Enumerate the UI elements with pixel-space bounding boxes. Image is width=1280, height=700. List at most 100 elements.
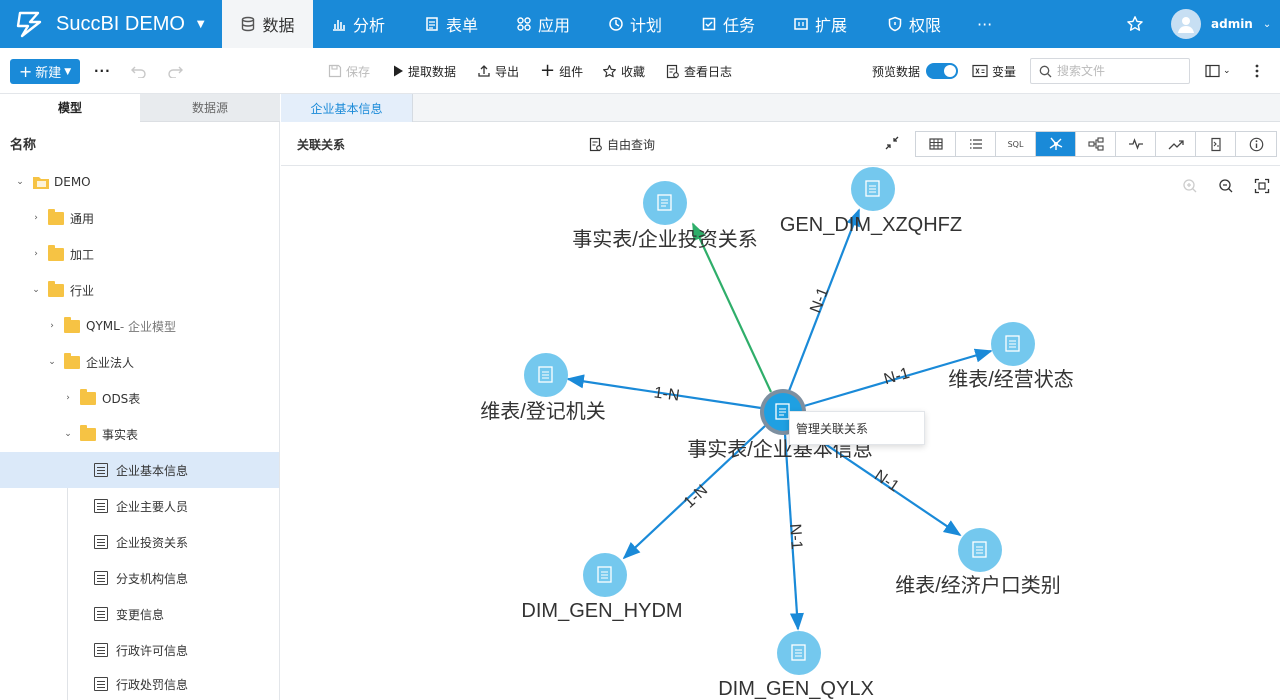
nav-plan[interactable]: 计划 (608, 0, 662, 48)
tree-item-industry[interactable]: ⌄ 行业 (0, 272, 279, 308)
edge-xzqhfz[interactable] (787, 208, 861, 392)
nav-analysis[interactable]: 分析 (331, 0, 385, 48)
edge-business-status[interactable] (803, 348, 993, 408)
nav-apps[interactable]: 应用 (516, 0, 570, 48)
new-button[interactable]: + 新建 ▼ (10, 59, 80, 84)
tree-item-legal-person[interactable]: ⌄ 企业法人 (0, 344, 279, 380)
user-icon (1178, 17, 1194, 33)
save-button[interactable]: 保存 (328, 60, 370, 82)
fit-screen-button[interactable] (1253, 177, 1271, 195)
tree-item-ods[interactable]: › ODS表 (0, 380, 279, 416)
nav-form[interactable]: 表单 (424, 0, 478, 48)
edge-registration[interactable] (566, 374, 762, 410)
extract-data-button[interactable]: 提取数据 (392, 60, 456, 82)
zoom-in-button[interactable] (1181, 177, 1199, 195)
search-files-input-wrapper[interactable] (1030, 58, 1190, 84)
toggle-switch[interactable] (926, 63, 959, 79)
sql-view-button[interactable]: SQL (996, 132, 1036, 156)
collapse-button[interactable] (885, 136, 899, 153)
variables-label: 变量 (992, 64, 1017, 79)
brand[interactable]: SuccBI DEMO ▼ (10, 0, 205, 48)
export-button[interactable]: 导出 (477, 60, 519, 82)
trend-view-button[interactable] (1156, 132, 1196, 156)
more-options-button[interactable] (1255, 60, 1259, 82)
tree-item-label: 行政处罚信息 (116, 677, 189, 692)
edge-account-type[interactable] (799, 426, 962, 536)
tree-item-demo[interactable]: ⌄ DEMO (0, 164, 279, 200)
edge-label: N-1 (871, 467, 902, 496)
tree-item-table[interactable]: 行政许可信息 (0, 632, 279, 668)
search-files-input[interactable] (1057, 64, 1177, 78)
nav-data[interactable]: 数据 (222, 0, 313, 48)
nav-permission[interactable]: 权限 (887, 0, 941, 48)
graph-node[interactable]: DIM_GEN_HYDM (521, 553, 683, 622)
relation-table-icon (657, 194, 672, 211)
list-view-button[interactable] (956, 132, 996, 156)
nav-label: 计划 (630, 16, 663, 35)
layout-toggle-button[interactable]: ⌄ (1205, 60, 1231, 82)
edge-qylx[interactable] (783, 433, 804, 631)
undo-button[interactable] (130, 60, 148, 82)
tab-enterprise-basic-info[interactable]: 企业基本信息 (281, 94, 413, 122)
free-query-button[interactable]: 自由查询 (589, 136, 655, 153)
bar-chart-icon (333, 20, 345, 31)
manage-relations-menu-item[interactable]: 管理关联关系 (796, 421, 869, 436)
graph-node[interactable]: DIM_GEN_QYLX (718, 631, 874, 700)
relation-graph-canvas[interactable]: N-1 N-1 1-N N-1 N-1 1-N 事实表/企业投资关系 GEN_D… (281, 167, 1280, 700)
tree-item-table[interactable]: 行政处罚信息 (0, 668, 279, 700)
info-icon (1249, 137, 1263, 151)
extension-icon (794, 18, 808, 30)
graph-node[interactable]: GEN_DIM_XZQHFZ (780, 167, 962, 236)
nav-more-button[interactable]: ··· (977, 0, 992, 48)
tree-item-table[interactable]: 分支机构信息 (0, 560, 279, 596)
info-view-button[interactable] (1236, 132, 1276, 156)
tree-item-table[interactable]: 企业主要人员 (0, 488, 279, 524)
script-view-button[interactable] (1196, 132, 1236, 156)
chevron-down-icon: ⌄ (48, 357, 56, 367)
tree-item-table[interactable]: 企业投资关系 (0, 524, 279, 560)
component-button[interactable]: + 组件 (540, 60, 583, 82)
tree-item-label: 变更信息 (116, 607, 165, 622)
search-icon (1039, 65, 1052, 77)
preview-data-toggle[interactable]: 预览数据 (872, 60, 959, 82)
nav-task[interactable]: 任务 (701, 0, 755, 48)
tree-item-table[interactable]: 企业基本信息 (0, 452, 279, 488)
table-view-button[interactable] (916, 132, 956, 156)
tree-item-qyml[interactable]: › QYML - 企业模型 (0, 308, 279, 344)
extract-label: 提取数据 (408, 64, 457, 79)
variables-button[interactable]: 变量 (972, 60, 1016, 82)
tree-item-general[interactable]: › 通用 (0, 200, 279, 236)
nav-extension[interactable]: 扩展 (793, 0, 847, 48)
more-vertical-icon (1255, 64, 1259, 78)
more-icon: ··· (94, 64, 111, 78)
zoom-out-button[interactable] (1217, 177, 1235, 195)
graph-node[interactable]: 事实表/企业投资关系 (572, 181, 758, 251)
monitor-view-button[interactable] (1116, 132, 1156, 156)
graph-node[interactable]: 维表/经济户口类别 (895, 528, 1061, 597)
tab-datasource[interactable]: 数据源 (140, 94, 280, 122)
tab-model[interactable]: 模型 (0, 94, 140, 122)
tree-item-label: ODS表 (102, 391, 141, 406)
star-button[interactable] (1126, 0, 1144, 48)
tree-item-table[interactable]: 变更信息 (0, 596, 279, 632)
tree-item-fact-tables[interactable]: ⌄ 事实表 (0, 416, 279, 452)
tree-item-process[interactable]: › 加工 (0, 236, 279, 272)
more-icon: ··· (977, 14, 993, 34)
relation-view-button[interactable] (1036, 132, 1076, 156)
edge-investment[interactable] (692, 222, 772, 393)
sql-label: SQL (1007, 139, 1024, 149)
graph-node[interactable]: 维表/登记机关 (480, 353, 606, 423)
redo-button[interactable] (166, 60, 184, 82)
favorite-button[interactable]: 收藏 (602, 60, 645, 82)
view-log-button[interactable]: 查看日志 (666, 60, 732, 82)
chevron-right-icon: › (34, 249, 38, 259)
edge-hydm[interactable] (622, 425, 766, 560)
tree-item-label: 通用 (70, 211, 95, 226)
chevron-down-icon: ⌄ (64, 429, 72, 439)
graph-node[interactable]: 维表/经营状态 (948, 322, 1074, 391)
tree-guide-line (67, 453, 68, 700)
more-button[interactable]: ··· (94, 60, 111, 82)
lineage-view-button[interactable] (1076, 132, 1116, 156)
user-menu[interactable]: admin ⌄ (1171, 0, 1271, 48)
node-label: DIM_GEN_HYDM (521, 600, 682, 622)
